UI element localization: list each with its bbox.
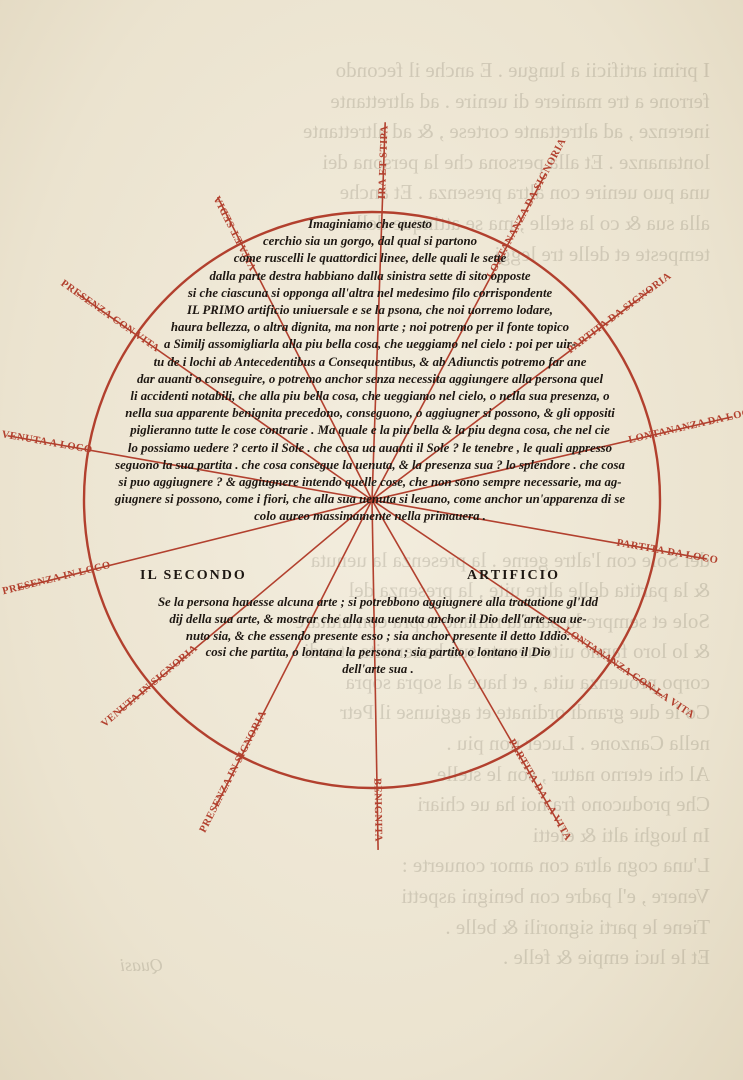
- heading-right: ARTIFICIO: [467, 568, 560, 583]
- text-line: piglieranno tutte le cose contrarie . Ma…: [130, 423, 610, 438]
- text-line: giugnere si possono, come i fiori, che a…: [114, 492, 626, 507]
- text-line: si puo aggiugnere ? & aggiugnere intendo…: [118, 475, 622, 490]
- ray-label: IRA ET STIPA: [377, 125, 391, 199]
- text-line: cosi che partita, o lontana la persona ;…: [205, 645, 551, 660]
- ray-label: PRESENZA IN SIGNORIA: [198, 709, 269, 835]
- text-line: dalla parte destra habbiano dalla sinist…: [209, 268, 531, 283]
- second-artifice-heading: IL SECONDO ARTIFICIO: [140, 568, 560, 584]
- wheel-ray: [371, 415, 733, 501]
- wheel-circle: [82, 210, 662, 790]
- ray-label: BENIGNITA: [371, 778, 383, 842]
- text-line: si che ciascuna si opponga all'altra nel…: [187, 285, 553, 300]
- first-artifice-text: Imaginiamo che questo cerchio sia un gorg…: [70, 216, 670, 526]
- text-line: nuto sia, & che essendo presente esso ; …: [185, 628, 571, 643]
- ray-label: PARTITA DA LOCO: [616, 538, 719, 567]
- wheel-ray: [371, 288, 653, 501]
- wheel-ray: [118, 499, 373, 713]
- text-line: IL PRIMO artificio uniuersale e se la ps…: [186, 303, 554, 318]
- text-line: nella sua apparente benignita precedono,…: [125, 406, 615, 421]
- second-artifice-text: Se la persona hauesse alcuna arte ; si p…: [98, 594, 658, 678]
- wheel-ray: [371, 499, 707, 560]
- wheel-ray: [371, 499, 561, 826]
- text-line: a Similj assomigliarla alla piu bella co…: [164, 337, 576, 352]
- wheel-ray: [76, 292, 373, 501]
- text-line: Imaginiamo che questo: [308, 217, 432, 231]
- ray-label: PARTITA DA LA VITA: [506, 737, 573, 843]
- text-line: dij della sua arte, & mostrar che alla s…: [169, 611, 587, 626]
- text-line: seguono la sua partita . che cosa conseg…: [115, 457, 625, 472]
- wheel-ray: [371, 122, 386, 501]
- text-line: li accidenti notabili, che alla piu bell…: [130, 389, 610, 404]
- text-line: colo aureo massimamente nella primauera …: [254, 509, 486, 524]
- text-line: dar auanti o conseguire, o potremo ancho…: [136, 371, 604, 386]
- catchword: Quasi: [120, 955, 164, 975]
- wheel-ray: [7, 434, 373, 501]
- text-line: tu de i lochi ab Antecedentibus a Conseq…: [153, 354, 587, 369]
- wheel-ray: [371, 499, 663, 697]
- wheel-ray: [371, 172, 547, 501]
- heading-left: IL SECONDO: [140, 568, 247, 583]
- wheel-ray: [17, 499, 373, 590]
- wheel-ray: [216, 196, 373, 501]
- wheel-ray: [371, 499, 379, 850]
- text-line: dell'arte sua .: [342, 662, 414, 677]
- text-line: haura bellezza, o altra dignita, ma non …: [170, 320, 570, 335]
- text-line: lo possiamo uedere ? certo il Sole . che…: [127, 440, 613, 455]
- text-line: come ruscelli le quattordici linee, dell…: [233, 251, 507, 266]
- text-line: cerchio sia un gorgo, dal qual si parton…: [262, 234, 478, 249]
- text-line: Se la persona hauesse alcuna arte ; si p…: [157, 595, 599, 609]
